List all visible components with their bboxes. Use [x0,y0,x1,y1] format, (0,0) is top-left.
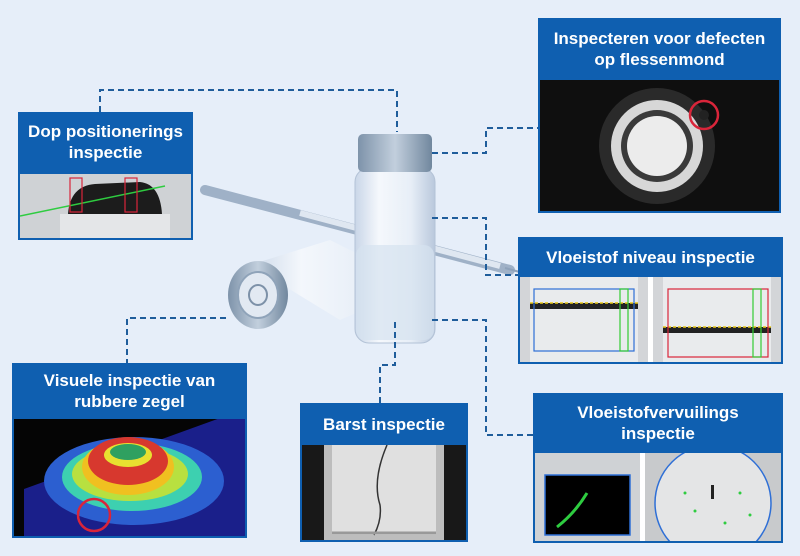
panel-title-liquid-level: Vloeistof niveau inspectie [546,247,755,267]
connector-contamination [432,319,533,436]
camera-bottle-mouth-image [540,80,779,211]
connector-cap [99,89,398,132]
camera-cap-image [20,174,191,238]
camera-contamination-image [535,453,781,541]
heatmap-seal-image [14,419,245,536]
panel-crack: Barst inspectie [300,403,468,542]
panel-cap-position: Dop positionerings inspectie [18,112,193,240]
panel-title-cap-position: Dop positionerings inspectie [28,122,183,162]
panel-liquid-level: Vloeistof niveau inspectie [518,237,783,364]
camera-crack-image [302,445,466,540]
panel-title-contamination: Vloeistofvervuilings inspectie [577,403,739,443]
connector-mouth [432,127,538,154]
panel-title-crack: Barst inspectie [323,414,445,434]
panel-title-bottle-mouth: Inspecteren voor defecten op flessenmond [553,29,766,69]
panel-title-rubber-seal: Visuele inspectie van rubbere zegel [43,371,216,411]
panel-contamination: Vloeistofvervuilings inspectie [533,393,783,543]
panel-rubber-seal: Visuele inspectie van rubbere zegel [12,363,247,538]
camera-liquid-level-image [520,277,781,362]
panel-bottle-mouth: Inspecteren voor defecten op flessenmond [538,18,781,213]
connector-seal [126,317,230,365]
upright-vial [354,134,436,344]
connector-level [432,217,518,276]
connector-crack [379,322,396,403]
